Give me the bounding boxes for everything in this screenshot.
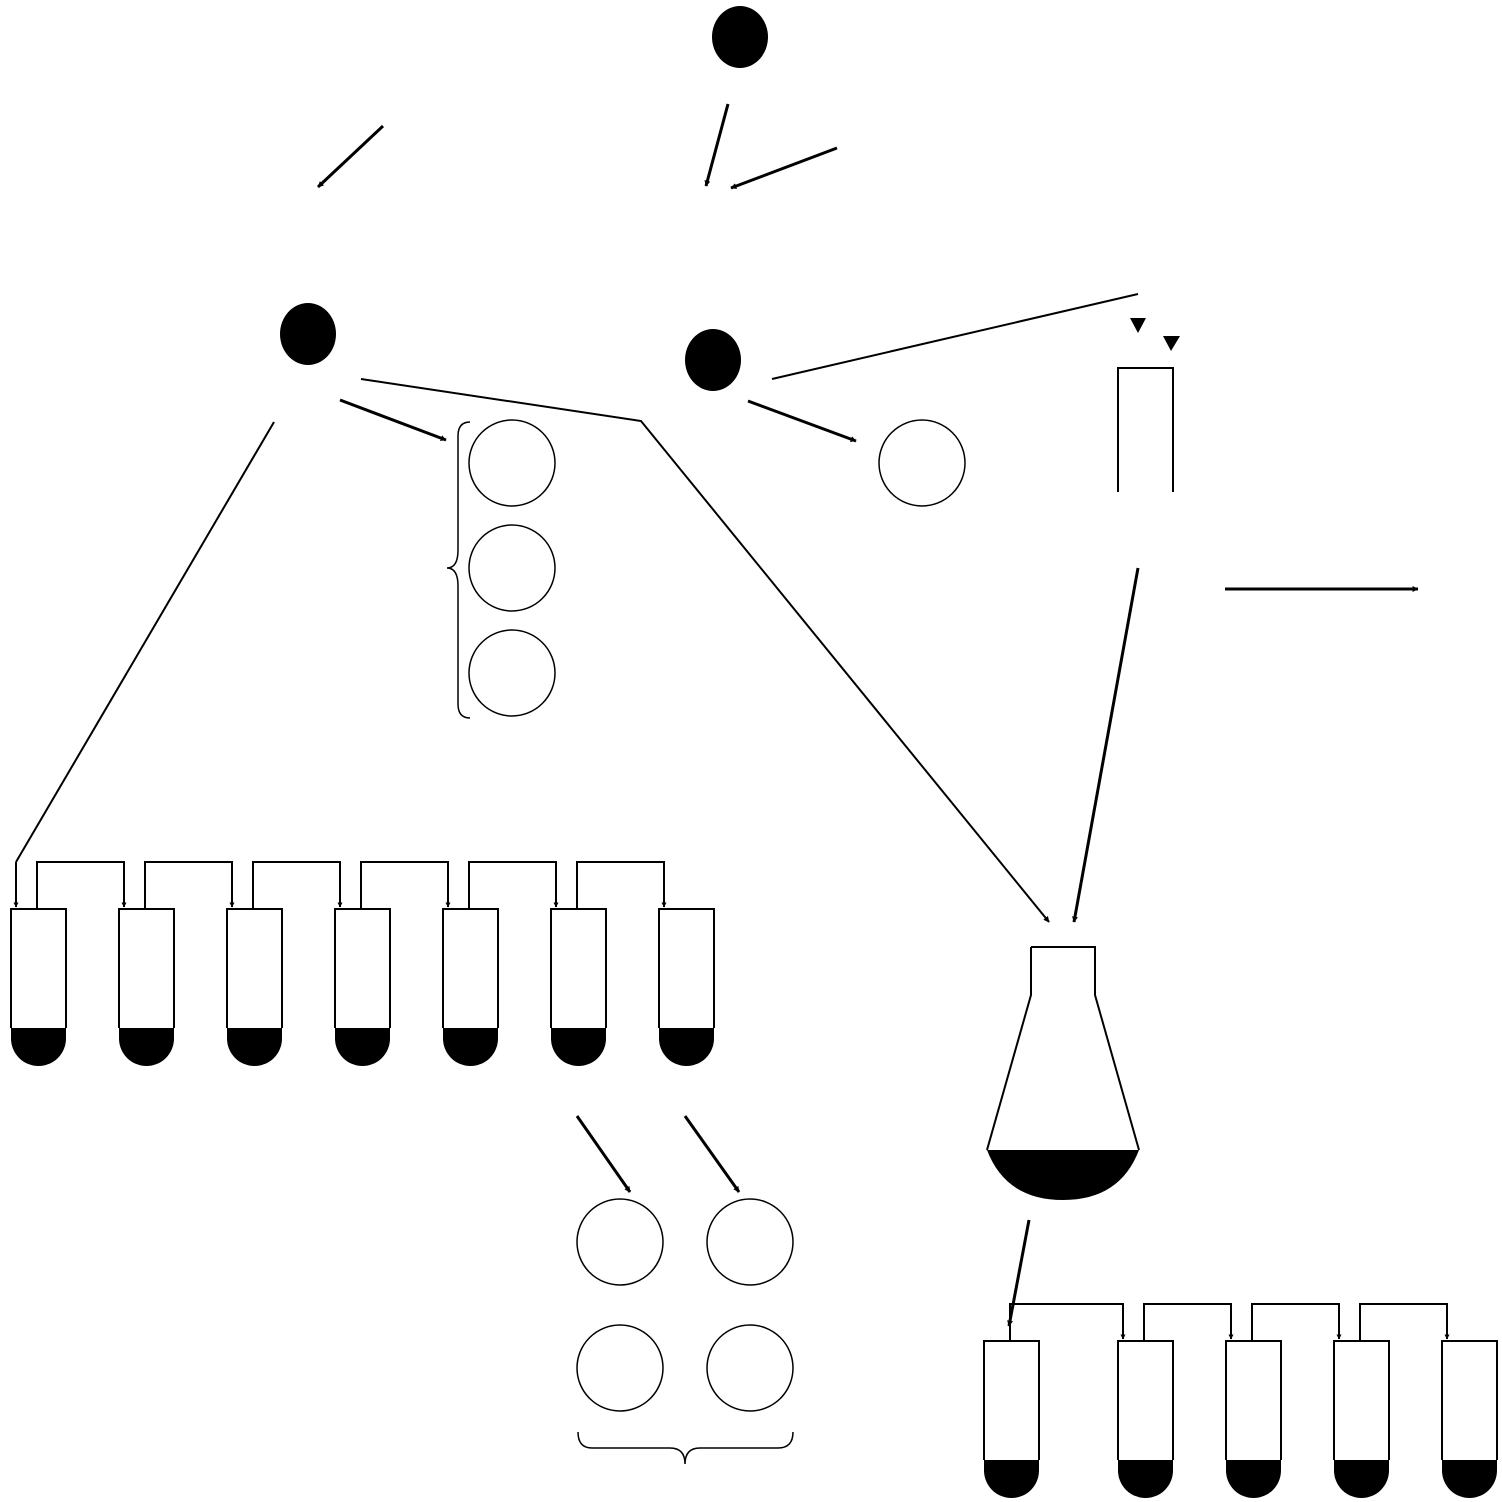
arrow-lower-plate-2 bbox=[683, 1115, 741, 1193]
tube-wall bbox=[1225, 1340, 1282, 1460]
arrow-lower-plate-1 bbox=[575, 1115, 632, 1193]
drop-icon bbox=[1130, 318, 1146, 333]
tube-wall bbox=[1117, 1340, 1174, 1460]
braces bbox=[446, 421, 794, 1465]
transfer-arrow bbox=[1143, 1303, 1234, 1341]
colony-top bbox=[712, 6, 768, 68]
pipette bbox=[1117, 318, 1180, 492]
test-tube bbox=[658, 908, 715, 1066]
connectors bbox=[15, 293, 1139, 923]
tube-sediment bbox=[551, 1028, 606, 1066]
transfer-arrow bbox=[1009, 1303, 1126, 1341]
pipette-body bbox=[1117, 367, 1174, 492]
tube-sediment bbox=[335, 1028, 390, 1066]
drop-icon bbox=[1163, 336, 1180, 351]
transfer-arrow bbox=[36, 861, 127, 909]
transfer-arrow bbox=[1251, 1303, 1342, 1341]
tube-wall bbox=[118, 908, 175, 1028]
arrow-top-right bbox=[730, 146, 838, 190]
plate-stack-3 bbox=[468, 629, 556, 717]
transfer-arrow bbox=[360, 861, 451, 909]
line-right-to-pipette bbox=[771, 293, 1139, 380]
test-tube bbox=[334, 908, 391, 1066]
transfer-arrow bbox=[576, 861, 667, 909]
plate-stack-2 bbox=[468, 524, 556, 612]
brace-plate-stack bbox=[446, 421, 471, 719]
test-tube bbox=[442, 908, 499, 1066]
plate-lower-3 bbox=[576, 1324, 664, 1412]
tube-sediment bbox=[984, 1460, 1039, 1498]
arrow-pipette-to-flask bbox=[1072, 567, 1140, 923]
tube-wall bbox=[226, 908, 283, 1028]
tube-sediment bbox=[1118, 1460, 1173, 1498]
arrow-top-left bbox=[316, 124, 385, 189]
test-tube bbox=[10, 908, 67, 1066]
tube-sediment bbox=[227, 1028, 282, 1066]
test-tube bbox=[118, 908, 175, 1066]
tube-wall bbox=[442, 908, 499, 1028]
arrow-to-plate-stack bbox=[339, 398, 447, 442]
tube-sediment bbox=[1442, 1460, 1497, 1498]
arrow-flask-to-tubes bbox=[1007, 1219, 1031, 1327]
test-tube bbox=[226, 908, 283, 1066]
transfer-arrow bbox=[468, 861, 559, 909]
tube-wall bbox=[983, 1340, 1040, 1460]
tube-wall bbox=[1441, 1340, 1498, 1460]
line-left-to-flask bbox=[360, 378, 1050, 923]
plate-single bbox=[878, 419, 966, 507]
tube-wall bbox=[334, 908, 391, 1028]
colony-right bbox=[685, 329, 741, 391]
arrow-top-center bbox=[704, 103, 730, 187]
plate-lower-4 bbox=[706, 1324, 794, 1412]
flask-liquid bbox=[987, 1150, 1139, 1200]
tube-sediment bbox=[1334, 1460, 1389, 1498]
brace-lower-plates bbox=[577, 1431, 794, 1465]
plate-lower-2 bbox=[706, 1198, 794, 1286]
transfer-arrow bbox=[1359, 1303, 1450, 1341]
tube-wall bbox=[10, 908, 67, 1028]
transfer-arrow bbox=[144, 861, 235, 909]
colony-left bbox=[280, 303, 336, 365]
tube-wall bbox=[1333, 1340, 1390, 1460]
tube-row-left bbox=[10, 861, 715, 1066]
tube-wall bbox=[550, 908, 607, 1028]
tube-sediment bbox=[1226, 1460, 1281, 1498]
test-tube bbox=[550, 908, 607, 1066]
tube-sediment bbox=[11, 1028, 66, 1066]
test-tube bbox=[1225, 1340, 1282, 1498]
tube-sediment bbox=[119, 1028, 174, 1066]
test-tube bbox=[983, 1340, 1040, 1498]
test-tube bbox=[1117, 1340, 1174, 1498]
tube-sediment bbox=[443, 1028, 498, 1066]
line-left-to-tubes bbox=[15, 421, 275, 863]
test-tube bbox=[1441, 1340, 1498, 1498]
plate-arrows bbox=[339, 398, 857, 1193]
top-arrows bbox=[316, 103, 838, 190]
transfer-arrow bbox=[252, 861, 343, 909]
plate-stack-1 bbox=[468, 419, 556, 507]
arrow-to-single-plate bbox=[747, 399, 857, 443]
test-tube bbox=[1333, 1340, 1390, 1498]
flask-outline bbox=[986, 946, 1140, 1151]
plates bbox=[468, 419, 966, 1412]
tube-row-right bbox=[983, 1303, 1498, 1498]
tube-wall bbox=[658, 908, 715, 1028]
tube-sediment bbox=[659, 1028, 714, 1066]
plate-lower-1 bbox=[576, 1198, 664, 1286]
flask bbox=[986, 946, 1140, 1200]
